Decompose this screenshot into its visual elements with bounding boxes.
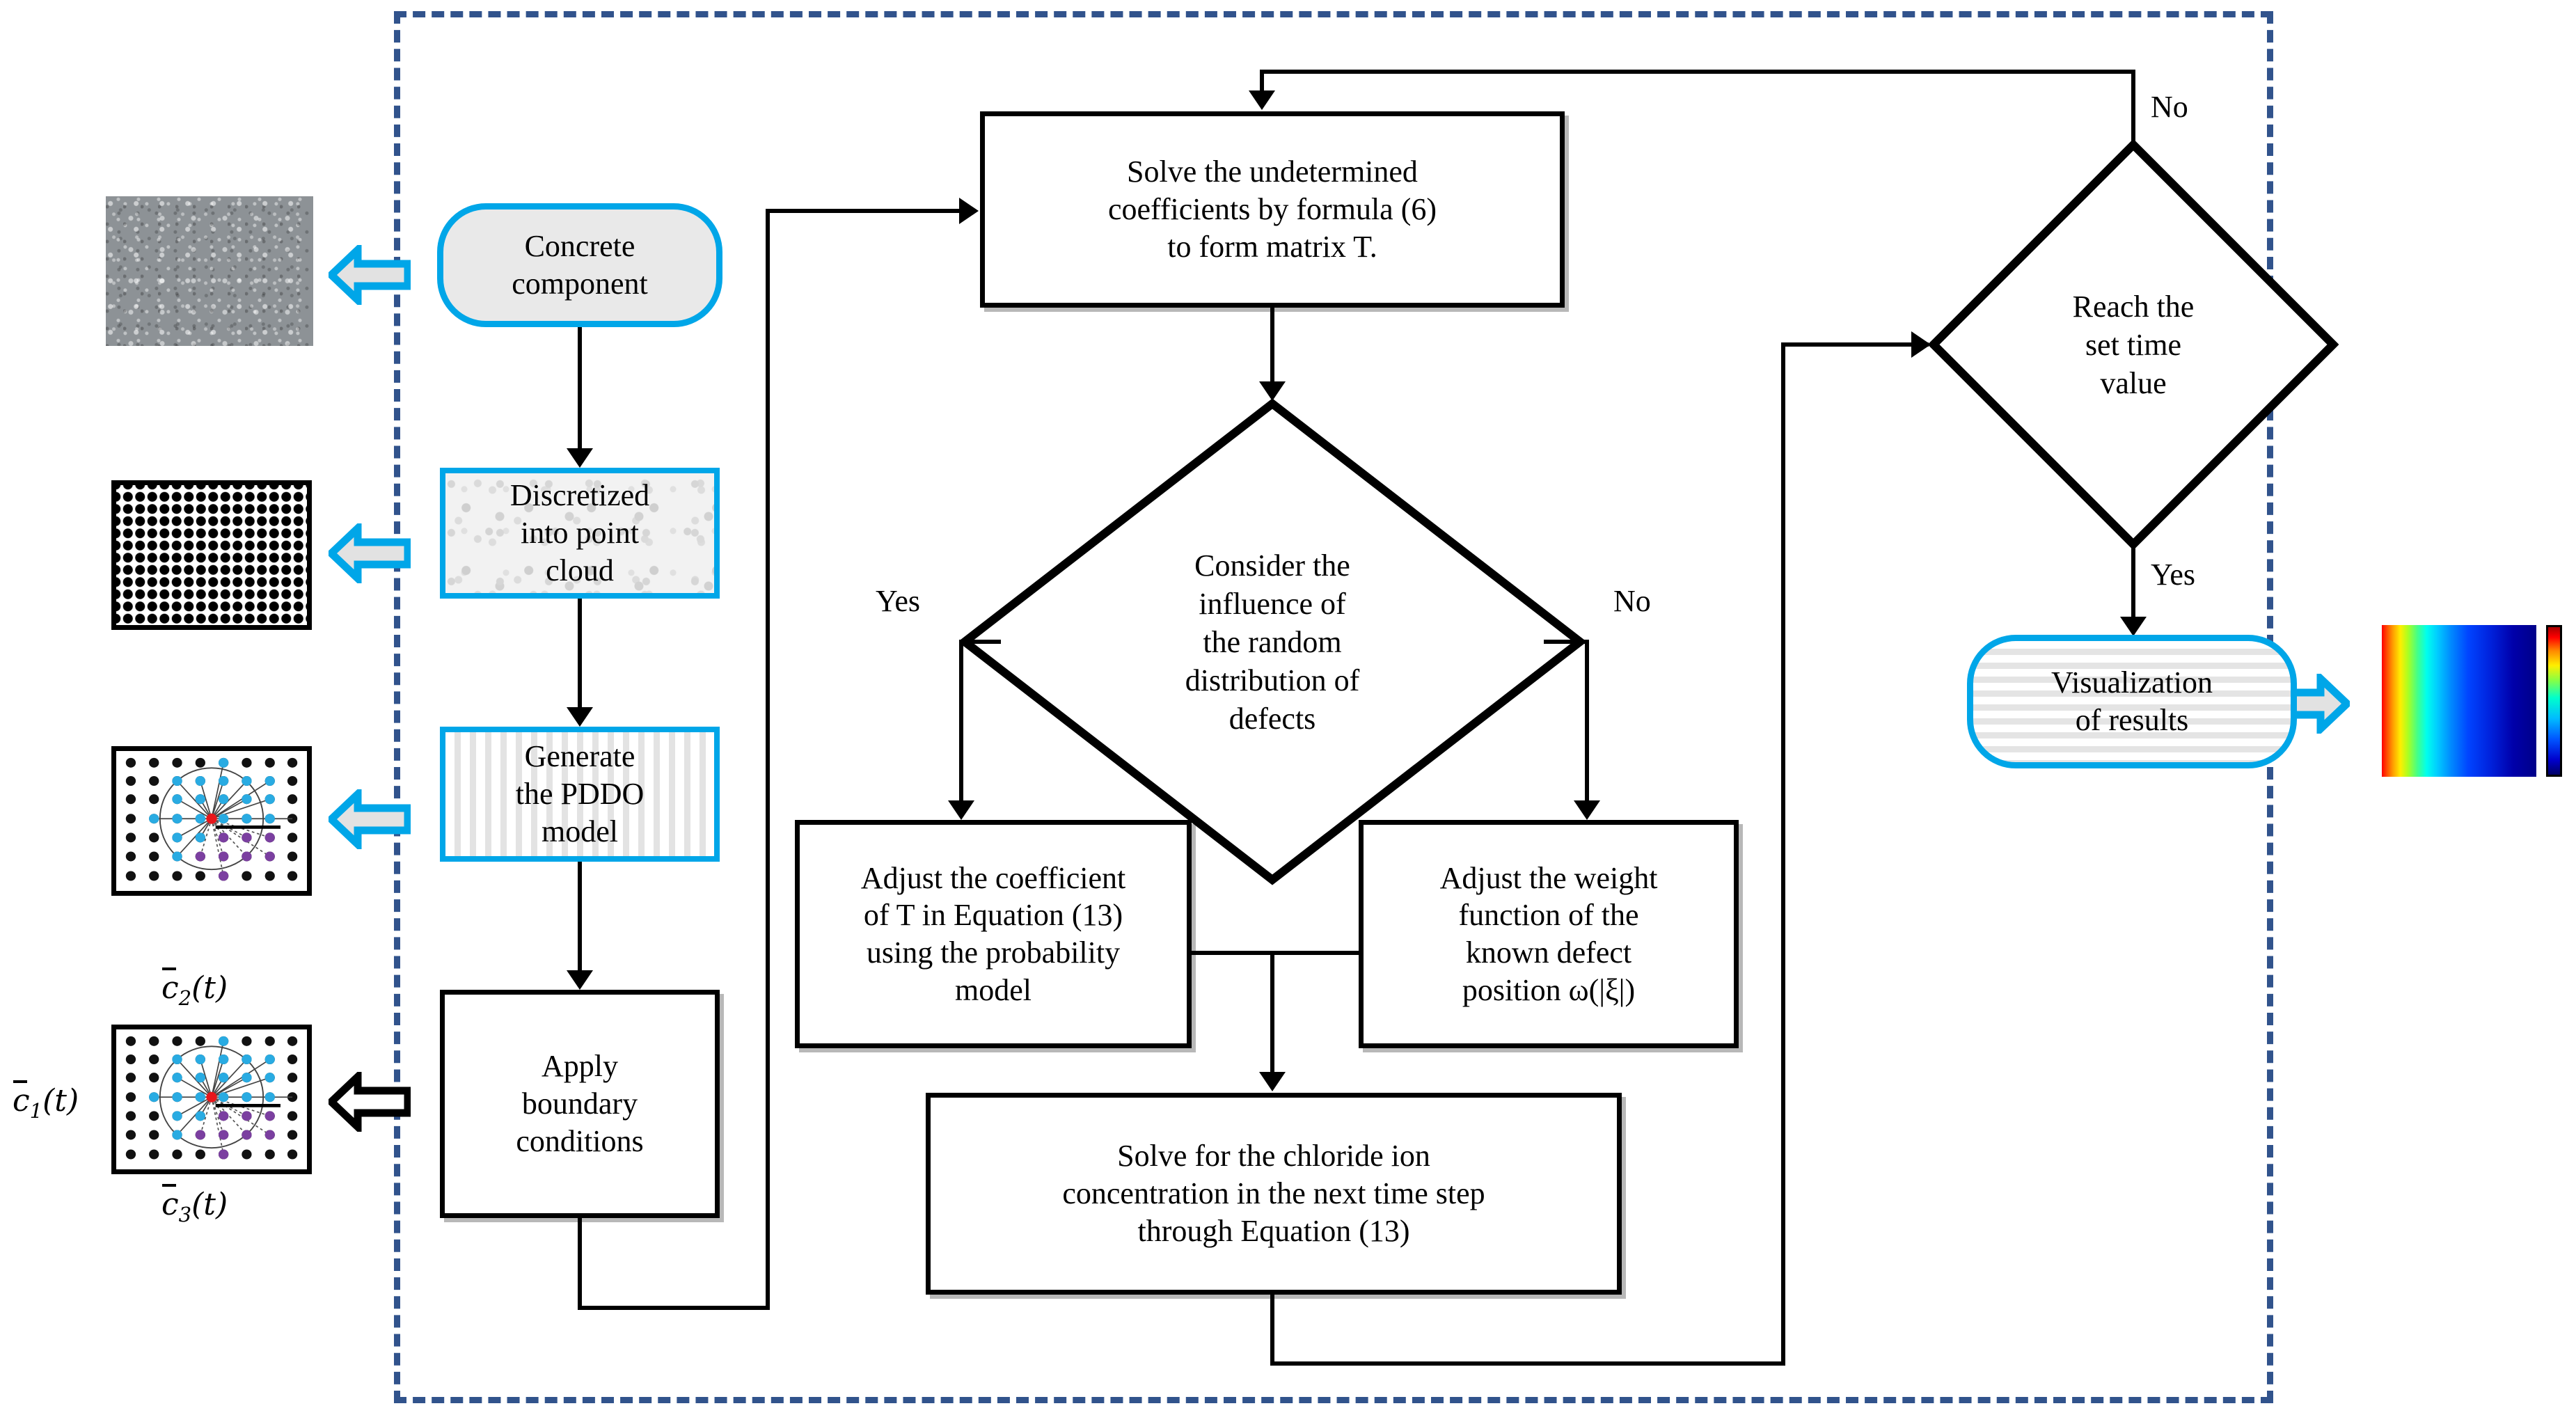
boundary-label-c2: c2(t) — [161, 970, 228, 1010]
decision-defects-shape — [959, 398, 1586, 885]
boundary-label-c3: c3(t) — [161, 1187, 228, 1226]
node-solve-chloride-concentration[interactable]: Solve for the chloride ion concentration… — [926, 1093, 1622, 1295]
node-visualization-of-results[interactable]: Visualization of results — [1967, 635, 2297, 768]
edge-chloride-right — [1270, 1361, 1785, 1366]
edge-defects-no-vertical — [1585, 640, 1589, 816]
c1-argument: (t) — [42, 1083, 79, 1119]
boundary-family-graphic — [125, 1036, 298, 1160]
block-arrow-left-icon-3 — [329, 789, 411, 849]
c2-bar-symbol: c — [161, 970, 179, 1006]
edge-time-no-up — [2131, 70, 2135, 146]
point-cloud-grid — [111, 480, 312, 630]
node-decision-random-defects[interactable]: Consider the influence of the random dis… — [959, 398, 1586, 885]
arrowhead-defects-yes — [948, 800, 974, 820]
edge-defects-yes-horizontal — [959, 640, 1001, 644]
node-generate-pddo-model[interactable]: Generate the PDDO model — [440, 727, 720, 862]
node-adjust-weight-function[interactable]: Adjust the weight function of the known … — [1359, 820, 1739, 1048]
edge-solve-to-decision — [1270, 308, 1274, 398]
pddo-family-graphic — [125, 757, 298, 881]
edge-chloride-up-to-time — [1781, 342, 1785, 1366]
node-adjust-coefficient-t[interactable]: Adjust the coefficient of T in Equation … — [795, 820, 1192, 1048]
chloride-concentration-field — [2382, 625, 2536, 777]
edge-defects-no-horizontal — [1544, 640, 1589, 644]
edge-pddo-to-boundary — [578, 862, 582, 980]
c2-argument: (t) — [191, 970, 228, 1006]
arrowhead-time-no-into-solve — [1249, 90, 1275, 110]
edge-start-to-discretize — [578, 327, 582, 458]
edge-label-defects-yes: Yes — [876, 584, 921, 618]
edge-chloride-into-time-decision — [1781, 342, 1929, 347]
pddo-horizon-family — [111, 746, 312, 896]
concrete-specimen-photo — [106, 196, 313, 346]
c1-subscript: 1 — [29, 1098, 43, 1123]
arrowhead-solve-to-decision — [1259, 381, 1286, 401]
c2-subscript: 2 — [178, 986, 192, 1010]
edge-label-defects-no: No — [1613, 584, 1651, 618]
edge-adjust-coeff-merge — [1192, 951, 1359, 955]
boundary-condition-family — [111, 1025, 312, 1174]
arrowhead-start-to-discretize — [567, 448, 593, 468]
block-arrow-left-icon-2 — [329, 523, 411, 583]
boundary-label-c1: c1(t) — [13, 1083, 79, 1123]
edge-time-no-left — [1260, 70, 2135, 74]
edge-boundary-down-segment — [578, 1218, 582, 1310]
colormap-colorbar — [2546, 625, 2562, 777]
c3-subscript: 3 — [178, 1202, 192, 1226]
node-solve-undetermined-coefficients[interactable]: Solve the undetermined coefficients by f… — [980, 111, 1565, 308]
arrowhead-merge-to-chloride — [1259, 1072, 1286, 1091]
edge-defects-yes-vertical — [959, 640, 963, 816]
arrowhead-defects-no — [1574, 800, 1600, 820]
arrowhead-discretize-to-pddo — [567, 707, 593, 727]
edge-boundary-right-segment — [578, 1306, 770, 1310]
arrowhead-pddo-to-boundary — [567, 970, 593, 990]
node-apply-boundary-conditions[interactable]: Apply boundary conditions — [440, 990, 720, 1218]
node-discretized-point-cloud[interactable]: Discretized into point cloud — [440, 468, 720, 599]
arrowhead-boundary-into-solve — [959, 198, 979, 224]
c3-bar-symbol: c — [161, 1187, 179, 1222]
edge-merge-down-to-chloride — [1270, 951, 1274, 1089]
c1-bar-symbol: c — [13, 1083, 30, 1119]
edge-chloride-down — [1270, 1295, 1274, 1366]
edge-time-yes-down — [2131, 544, 2135, 633]
edge-time-no-down-to-solve — [1260, 70, 1264, 96]
decision-time-label: Reach the set time value — [2072, 289, 2195, 400]
edge-label-time-yes: Yes — [2151, 558, 2196, 592]
edge-label-time-no: No — [2151, 90, 2188, 124]
arrowhead-chloride-into-time — [1911, 331, 1931, 358]
node-concrete-component[interactable]: Concrete component — [437, 203, 722, 327]
block-arrow-left-icon-1 — [329, 245, 411, 305]
arrowhead-time-yes — [2120, 617, 2147, 636]
edge-boundary-into-solve — [766, 209, 969, 213]
decision-defects-label: Consider the influence of the random dis… — [1185, 548, 1360, 736]
edge-discretize-to-pddo — [578, 599, 582, 717]
edge-boundary-up-segment — [766, 209, 770, 1310]
c3-argument: (t) — [191, 1187, 228, 1222]
node-decision-reach-time[interactable]: Reach the set time value — [1928, 139, 2339, 550]
outline-arrow-left-icon — [329, 1072, 411, 1132]
